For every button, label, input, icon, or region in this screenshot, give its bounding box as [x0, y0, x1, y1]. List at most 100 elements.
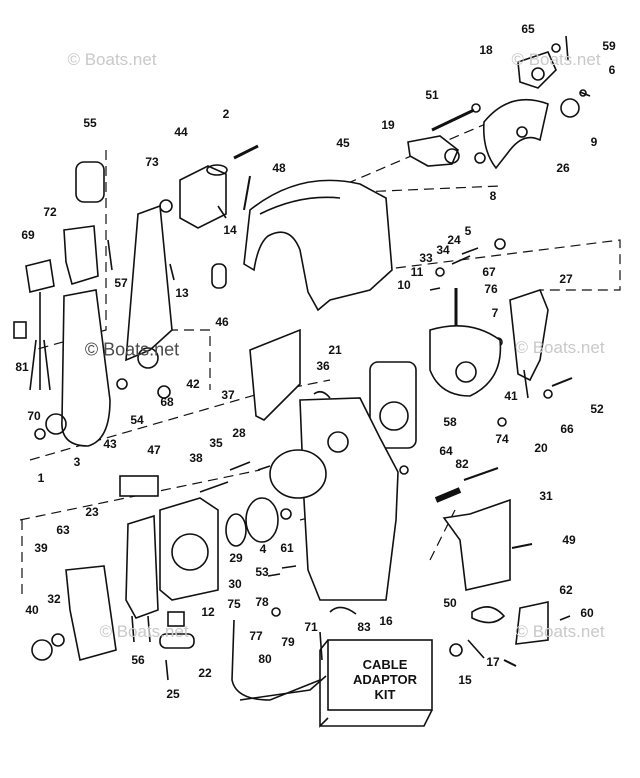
callout-18[interactable]: 18: [479, 43, 493, 57]
callout-33[interactable]: 33: [419, 251, 433, 265]
callout-20[interactable]: 20: [534, 441, 548, 455]
callout-68[interactable]: 68: [160, 395, 174, 409]
screw-65-icon: [551, 43, 561, 53]
callout-53[interactable]: 78: [255, 595, 269, 609]
callout-42[interactable]: 42: [186, 377, 200, 391]
callout-6[interactable]: 6: [608, 63, 616, 77]
callout-83[interactable]: 16: [379, 614, 393, 628]
callout-64[interactable]: 64: [439, 444, 453, 458]
callout-59[interactable]: 59: [602, 39, 616, 53]
callout-60[interactable]: 17: [486, 655, 500, 669]
callout-71[interactable]: 83: [357, 620, 371, 634]
callout-75[interactable]: 77: [249, 629, 263, 643]
watermark-top-right: © Boats.net: [511, 50, 601, 69]
callout-49[interactable]: 50: [443, 596, 457, 610]
callout-11[interactable]: 11: [410, 265, 424, 279]
callout-8[interactable]: 8: [489, 189, 497, 203]
callout-7[interactable]: 7: [491, 306, 499, 320]
callout-57[interactable]: 57: [114, 276, 128, 290]
callout-82[interactable]: 82: [455, 457, 469, 471]
callout-47[interactable]: 47: [147, 443, 161, 457]
callout-36[interactable]: 36: [316, 359, 330, 373]
callout-30[interactable]: 29: [229, 551, 243, 565]
callout-38[interactable]: 38: [189, 451, 203, 465]
callout-81[interactable]: 81: [15, 360, 29, 374]
handle-43-shape: [61, 289, 111, 447]
callout-24[interactable]: 24: [447, 233, 461, 247]
callout-80[interactable]: 79: [281, 635, 295, 649]
washer-9-shape: [560, 98, 580, 118]
callout-73[interactable]: 73: [145, 155, 159, 169]
callout-43[interactable]: 43: [103, 437, 117, 451]
plate-72-shape: [63, 225, 99, 286]
housing-21-shape: [369, 361, 417, 449]
callout-61[interactable]: 53: [255, 565, 269, 579]
lever-19-shape: [407, 135, 459, 167]
callout-10[interactable]: 10: [397, 278, 411, 292]
callout-37-right[interactable]: 31: [539, 489, 553, 503]
callout-69[interactable]: 69: [21, 228, 35, 242]
gasket-31-shape: [125, 514, 159, 619]
callout-78[interactable]: 75: [227, 597, 241, 611]
callout-25[interactable]: 22: [198, 666, 212, 680]
callout-14[interactable]: 14: [223, 223, 237, 237]
callout-37-left[interactable]: 37: [221, 388, 235, 402]
callout-46[interactable]: 46: [215, 315, 229, 329]
callout-55[interactable]: 55: [83, 116, 97, 130]
callout-3[interactable]: 3: [73, 455, 81, 469]
callout-39[interactable]: 40: [25, 603, 39, 617]
callout-62[interactable]: 60: [580, 606, 594, 620]
callout-23[interactable]: 63: [56, 523, 70, 537]
kit-label-line3: KIT: [374, 687, 396, 702]
callout-56[interactable]: 12: [201, 605, 215, 619]
callout-66[interactable]: 66: [560, 422, 574, 436]
callout-76[interactable]: 76: [484, 282, 498, 296]
callout-27[interactable]: 27: [559, 272, 573, 286]
cylinder-44-shape: [179, 165, 227, 229]
callout-54[interactable]: 54: [130, 413, 144, 427]
callout-1[interactable]: 1: [37, 471, 45, 485]
callout-4[interactable]: 61: [280, 541, 294, 555]
callout-22[interactable]: 30: [228, 577, 242, 591]
callout-29[interactable]: 4: [259, 542, 267, 556]
callout-70[interactable]: 70: [27, 409, 41, 423]
callout-63[interactable]: 39: [34, 541, 48, 555]
callout-5[interactable]: 5: [464, 224, 472, 238]
watermark-top-left: © Boats.net: [67, 50, 157, 69]
callout-65[interactable]: 65: [521, 22, 535, 36]
bolt-51-shape: [431, 108, 475, 132]
callout-16[interactable]: 49: [562, 533, 576, 547]
callout-58[interactable]: 58: [443, 415, 457, 429]
callout-50[interactable]: 62: [559, 583, 573, 597]
callout-77[interactable]: 80: [258, 652, 272, 666]
callout-35[interactable]: 35: [209, 436, 223, 450]
callout-17[interactable]: 15: [458, 673, 472, 687]
callout-72[interactable]: 72: [43, 205, 57, 219]
callout-2[interactable]: 2: [222, 107, 230, 121]
bracket-27-shape: [509, 289, 549, 382]
callout-21[interactable]: 21: [328, 343, 342, 357]
cable-adaptor-kit-label: CABLE ADAPTOR KIT: [334, 657, 436, 702]
callout-40[interactable]: 32: [47, 592, 61, 606]
callout-31[interactable]: 23: [85, 505, 99, 519]
pad-47-shape: [119, 475, 159, 497]
callout-52[interactable]: 52: [590, 402, 604, 416]
callout-79[interactable]: 71: [304, 620, 318, 634]
bracket-37-left-shape: [249, 328, 301, 421]
watermark-bottom-left: © Boats.net: [99, 622, 189, 641]
callout-67[interactable]: 67: [482, 265, 496, 279]
callout-19[interactable]: 19: [381, 118, 395, 132]
callout-34[interactable]: 34: [436, 243, 450, 257]
callout-48[interactable]: 48: [272, 161, 286, 175]
callout-13[interactable]: 13: [175, 286, 189, 300]
callout-44[interactable]: 44: [174, 125, 188, 139]
callout-45[interactable]: 45: [336, 136, 350, 150]
callout-41[interactable]: 41: [504, 389, 518, 403]
callout-51[interactable]: 51: [425, 88, 439, 102]
callout-32[interactable]: 56: [131, 653, 145, 667]
callout-28[interactable]: 28: [232, 426, 246, 440]
callout-12[interactable]: 25: [166, 687, 180, 701]
callout-26[interactable]: 26: [556, 161, 570, 175]
callout-74[interactable]: 74: [495, 432, 509, 446]
callout-9[interactable]: 9: [590, 135, 598, 149]
